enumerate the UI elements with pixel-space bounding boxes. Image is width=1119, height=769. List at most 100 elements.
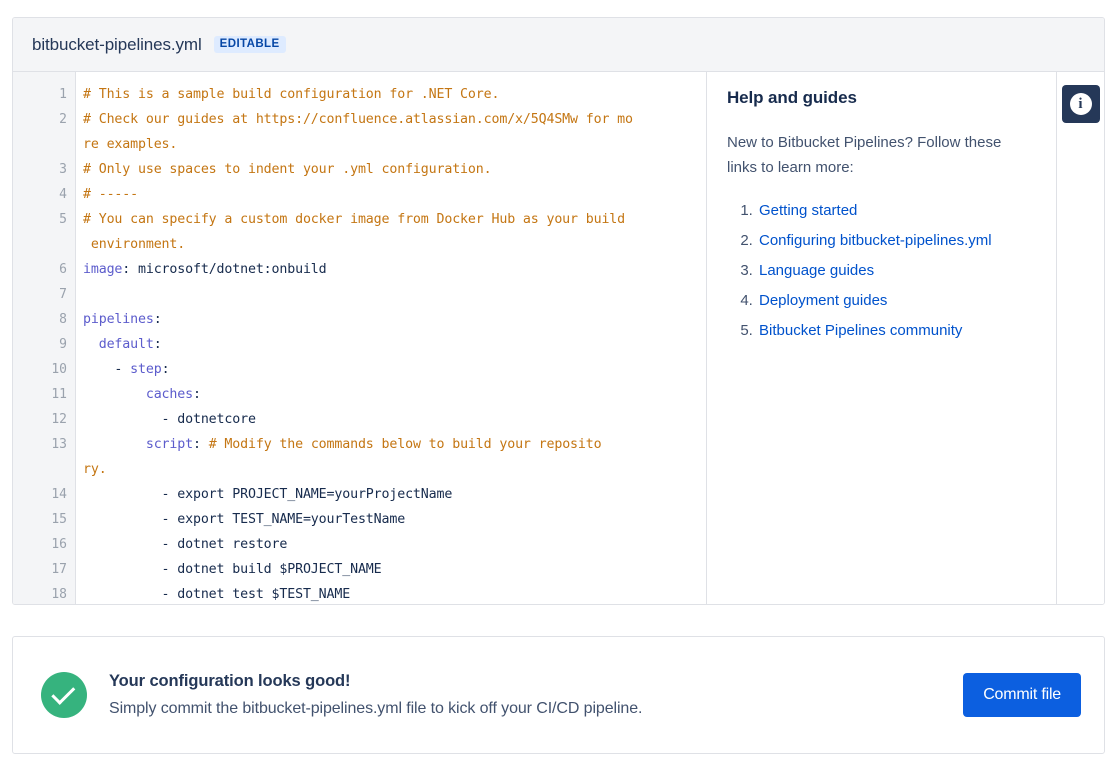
code-line[interactable] [83, 282, 706, 307]
code-line[interactable]: ry. [83, 457, 706, 482]
help-links-list: Getting startedConfiguring bitbucket-pip… [727, 196, 1034, 346]
code-line[interactable]: caches: [83, 382, 706, 407]
line-number: 7 [59, 287, 67, 302]
code-line[interactable]: - dotnet test $TEST_NAME [83, 582, 706, 604]
line-number: 8 [59, 312, 67, 327]
code-token-key: default [98, 337, 154, 352]
line-number: 12 [51, 412, 67, 427]
code-token-plain: : [161, 362, 170, 377]
code-token-plain: - dotnetcore [83, 412, 256, 427]
code-token-plain: - export TEST_NAME=yourTestName [83, 512, 406, 527]
info-button[interactable]: i [1061, 85, 1100, 123]
line-number: 17 [51, 562, 67, 577]
help-list-item: Bitbucket Pipelines community [757, 316, 1034, 346]
code-token-plain: : [192, 437, 209, 452]
code-line[interactable]: # You can specify a custom docker image … [83, 207, 706, 232]
status-text-block: Your configuration looks good! Simply co… [109, 672, 963, 718]
code-token-comment: # ----- [83, 187, 138, 202]
info-icon-glyph: i [1078, 95, 1083, 112]
code-line[interactable]: environment. [83, 232, 706, 257]
code-line[interactable]: # Check our guides at https://confluence… [83, 107, 706, 132]
line-number: 4 [59, 187, 67, 202]
commit-file-button[interactable]: Commit file [963, 673, 1081, 717]
help-panel-title: Help and guides [727, 88, 857, 107]
code-token-plain: : [153, 337, 162, 352]
code-line[interactable]: - dotnet restore [83, 532, 706, 557]
status-heading: Your configuration looks good! [109, 672, 351, 690]
status-card: Your configuration looks good! Simply co… [12, 636, 1105, 754]
code-token-plain [83, 337, 99, 352]
code-token-comment: # You can specify a custom docker image … [83, 212, 626, 227]
code-line[interactable]: # ----- [83, 182, 706, 207]
editor-header: bitbucket-pipelines.yml EDITABLE [13, 18, 1104, 72]
help-panel: Help and guides New to Bitbucket Pipelin… [706, 72, 1056, 604]
line-number: 13 [51, 437, 67, 452]
code-token-comment: # Modify the commands below to build you… [208, 437, 602, 452]
code-line[interactable]: # Only use spaces to indent your .yml co… [83, 157, 706, 182]
help-list-item: Deployment guides [757, 286, 1034, 316]
code-token-plain: - [83, 362, 131, 377]
code-line[interactable]: - dotnetcore [83, 407, 706, 432]
line-number: 11 [51, 387, 67, 402]
line-number: 9 [59, 337, 67, 352]
code-token-plain: : microsoft/dotnet:onbuild [122, 262, 327, 277]
help-link-3[interactable]: Language guides [759, 262, 875, 279]
code-line[interactable]: - dotnet build $PROJECT_NAME [83, 557, 706, 582]
help-panel-intro: New to Bitbucket Pipelines? Follow these… [727, 134, 1002, 176]
help-list-item: Getting started [757, 196, 1034, 226]
line-number: 15 [51, 512, 67, 527]
line-number: 5 [59, 212, 67, 227]
line-number: 1 [59, 87, 67, 102]
code-line[interactable]: image: microsoft/dotnet:onbuild [83, 257, 706, 282]
editable-badge: EDITABLE [213, 35, 286, 54]
help-list-item: Configuring bitbucket-pipelines.yml [757, 226, 1034, 256]
code-token-comment: # Only use spaces to indent your .yml co… [83, 162, 492, 177]
code-token-plain [83, 437, 146, 452]
help-link-2[interactable]: Configuring bitbucket-pipelines.yml [759, 232, 992, 249]
code-line[interactable]: script: # Modify the commands below to b… [83, 432, 706, 457]
check-mark-glyph [51, 680, 76, 705]
line-number: 10 [51, 362, 67, 377]
file-title: bitbucket-pipelines.yml [32, 34, 202, 54]
code-line[interactable]: - export TEST_NAME=yourTestName [83, 507, 706, 532]
code-token-key: caches [145, 387, 193, 402]
code-token-plain: - dotnet build $PROJECT_NAME [83, 562, 382, 577]
code-token-plain [83, 387, 146, 402]
line-number: 2 [59, 112, 67, 127]
code-token-key: image [83, 262, 123, 277]
help-list-item: Language guides [757, 256, 1034, 286]
code-token-plain: - dotnet test $TEST_NAME [83, 587, 351, 602]
code-token-key: pipelines [83, 312, 154, 327]
code-line[interactable]: # This is a sample build configuration f… [83, 82, 706, 107]
line-number: 3 [59, 162, 67, 177]
code-editor[interactable]: # This is a sample build configuration f… [76, 72, 706, 604]
code-token-comment: environment. [83, 237, 186, 252]
code-line[interactable]: - export PROJECT_NAME=yourProjectName [83, 482, 706, 507]
status-subtext: Simply commit the bitbucket-pipelines.ym… [109, 700, 643, 717]
line-number: 14 [51, 487, 67, 502]
line-number [13, 457, 75, 482]
code-token-comment: re examples. [83, 137, 178, 152]
code-token-plain: - dotnet restore [83, 537, 288, 552]
help-link-5[interactable]: Bitbucket Pipelines community [759, 322, 963, 339]
code-token-plain: : [153, 312, 162, 327]
code-line[interactable]: pipelines: [83, 307, 706, 332]
code-line[interactable]: re examples. [83, 132, 706, 157]
code-token-key: step [130, 362, 162, 377]
line-number: 6 [59, 262, 67, 277]
help-link-1[interactable]: Getting started [759, 202, 858, 219]
line-number [13, 132, 75, 157]
code-token-plain: - export PROJECT_NAME=yourProjectName [83, 487, 453, 502]
code-token-comment: # Check our guides at https://confluence… [83, 112, 633, 127]
code-token-comment: ry. [83, 462, 107, 477]
help-link-4[interactable]: Deployment guides [759, 292, 888, 309]
code-line[interactable]: - step: [83, 357, 706, 382]
code-token-key: script [145, 437, 193, 452]
line-number [13, 232, 75, 257]
info-rail: i [1056, 72, 1104, 604]
code-line[interactable]: default: [83, 332, 706, 357]
